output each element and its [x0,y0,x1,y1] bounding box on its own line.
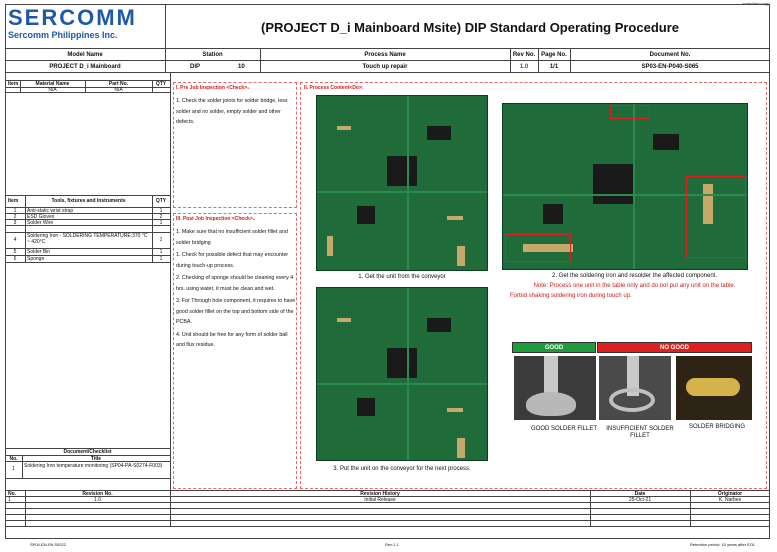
station-value-2: 10 [238,64,245,70]
step1-caption: 1. Get the unit from the conveyor [358,274,446,280]
solder-photo-insufficient [599,356,671,420]
post-inspection-item: 1. Make sure that no insufficient solder… [176,229,288,246]
tools-row-qty: 1 [159,256,163,262]
good-label: GOOD [512,342,596,353]
page-no-value: 1/1 [549,64,559,70]
post-inspection-item: 2. Checking of sponge should be cleaning… [176,275,294,292]
revision-header-date: Date [634,491,646,497]
top-right-note: controlled copy [742,1,769,7]
pcb-photo-2 [502,103,748,270]
step2-note2: Forbid shaking soldering iron during tou… [510,293,632,299]
process-content-box [300,82,767,489]
tools-row-item: 6 [13,256,17,262]
process-name-label: Process Name [364,52,406,58]
revision-header-no: No. [8,491,17,497]
checklist-row-no: 1 [12,466,15,472]
tools-header-qty: QTY [155,198,167,204]
materials-row-name: N/A [48,87,57,93]
post-inspection-item: 3. For Through hole component, it requir… [176,298,296,325]
checklist-header-title: Title [90,456,102,462]
revision-row-rev: 1.0 [94,497,101,503]
pcb-photo-1 [316,95,488,271]
caption-bridging: SOLDER BRIDGING [688,424,745,430]
tools-row-item: 2 [13,214,17,220]
revision-header-history: Revision History [360,491,400,497]
tools-row-name: Anti-static wrist strap [27,208,74,214]
caption-insufficient: INSUFFICIENT SOLDER FILLET [606,426,674,439]
tools-row-qty: 1 [159,249,163,255]
step2-caption: 2. Get the soldering iron and resolder t… [552,273,717,279]
tools-row-item: 1 [13,208,17,214]
step3-caption: 3. Put the unit on the conveyor for the … [333,466,471,472]
revision-row-originator: K. Narbes [718,497,742,503]
logo: SERCOMM Sercomm Philippines Inc. [8,6,158,46]
post-inspection-title: III. Post Job Inspection <Check>₂ [176,216,255,222]
tools-row-item: 4 [13,237,17,243]
tools-row-name: Solder Bin [27,249,51,255]
footer-left: SP04-EN-PA-S0022 [30,542,66,547]
revision-header-rev: Revision No. [82,491,113,497]
tools-row-qty: 1 [159,220,163,226]
pre-inspection-title: I. Pre Job Inspection <Check>₂ [176,85,250,91]
materials-header-qty: QTY [155,81,167,87]
tools-row-name: ESD Gloves [27,214,55,220]
step2-note1: Note: Process one unit in the table only… [533,283,736,289]
revision-row-history: Initial Release [364,497,396,503]
revision-row-date: 25-Oct-21 [628,497,652,503]
process-title: II. Process Content<Do>: [304,85,364,91]
checklist-title: Document/Checklist [63,449,112,455]
footer-right: Retention period: 10 years after EOL [690,542,756,547]
revision-header-originator: Originator [717,491,743,497]
tools-row-name: Solder Wire [27,220,54,226]
station-value-1: DIP [190,64,201,70]
pcb-photo-3 [316,287,488,461]
no-good-label: NO GOOD [597,342,752,353]
tools-header-name: Tools, fixtures and Instruments [51,198,126,204]
post-inspection-box [173,213,297,489]
doc-no-label: Document No. [649,52,691,58]
rev-no-value: 1.0 [519,64,529,70]
materials-header-part: Part No. [108,81,129,87]
revision-row-no: 1 [8,497,11,503]
solder-photo-bridging [676,356,752,420]
logo-company: Sercomm Philippines Inc. [8,30,118,40]
tools-row-qty: 1 [159,237,163,243]
page-no-label: Page No. [541,52,567,58]
tools-row-qty: 1 [159,208,163,214]
model-name-label: Model Name [67,52,103,58]
doc-no-value: SP03-EN-P040-S065 [641,64,699,70]
checklist-row-title: Soldering Iron temperature monitoring (S… [24,463,163,469]
checklist-header-no: No. [9,456,18,462]
footer-center: Rev.1.1 [385,542,399,547]
tools-row-name: Sponge [27,256,45,262]
tools-header-item: Item [8,198,19,204]
materials-header-item: Item [8,81,19,87]
process-name-value: Touch up repair [362,64,408,70]
model-name-value: PROJECT D_i Mainboard [49,64,121,70]
solder-photo-good [514,356,596,420]
materials-header-name: Material Name [35,81,70,87]
tools-row-item: 3 [13,220,17,226]
logo-brand: SERCOMM [8,5,137,30]
page-title: (PROJECT D_i Mainboard Msite) DIP Standa… [261,20,679,35]
station-label: Station [202,52,223,58]
rev-no-label: Rev No. [512,52,536,58]
caption-good-fillet: GOOD SOLDER FILLET [530,426,597,432]
pre-inspection-body: 1. Check the solder joints for solder br… [176,98,288,125]
tools-row-qty: 2 [159,214,163,220]
tools-row-name: Soldering Iron - SOLDERING TEMPERATURE:3… [27,233,148,245]
post-inspection-item: 4. Unit should be free for any form of s… [176,331,288,349]
post-inspection-item: 1. Check for possible defect that may en… [176,252,289,269]
materials-row-part: N/A [114,87,123,93]
tools-row-item: 5 [13,249,17,255]
pre-inspection-box [173,82,297,208]
